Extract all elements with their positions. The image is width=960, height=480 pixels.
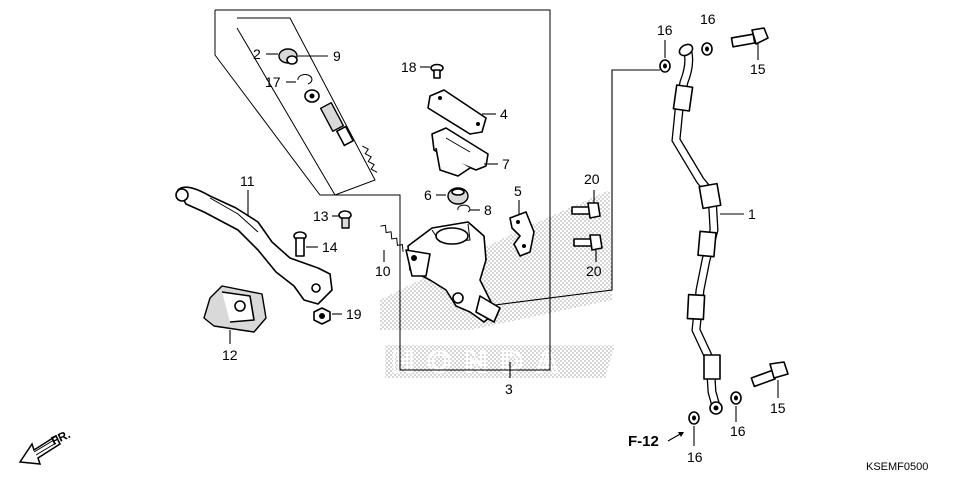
part-number-16-top-right: 16 (700, 11, 716, 27)
screw-18 (430, 63, 444, 79)
circlip-17 (297, 74, 313, 85)
washer-16-top-left (659, 59, 671, 73)
honda-watermark: HONDA (380, 190, 615, 380)
bolt-20-top (571, 202, 601, 219)
screw-13 (338, 210, 352, 229)
reservoir-cap (427, 89, 487, 135)
part-number-2: 2 (253, 46, 261, 62)
forward-label: FR. (49, 427, 72, 448)
cross-reference-label: F-12 (628, 433, 659, 450)
lever-cover-12 (203, 285, 267, 333)
part-number-18: 18 (401, 59, 417, 75)
part-number-16-bottom-right: 16 (730, 423, 746, 439)
boot-6 (447, 187, 469, 205)
part-number-15-bottom: 15 (770, 400, 786, 416)
part-number-20-bottom: 20 (586, 263, 602, 279)
part-number-12: 12 (222, 347, 238, 363)
part-number-15-top: 15 (750, 61, 766, 77)
part-number-20-top: 20 (584, 171, 600, 187)
nut-19 (313, 307, 331, 325)
part-number-11: 11 (240, 173, 255, 189)
part-number-4: 4 (500, 106, 508, 122)
leader-hose-to-cylinder (494, 69, 660, 306)
diaphragm-plate (431, 127, 489, 177)
piston-9 (304, 89, 378, 173)
part-number-14: 14 (322, 239, 338, 255)
part-number-16-top-left: 16 (657, 22, 673, 38)
part-number-8: 8 (484, 202, 492, 218)
part-number-3: 3 (505, 381, 513, 397)
part-number-1: 1 (748, 206, 756, 222)
holder-5 (509, 211, 535, 257)
washer-16-bottom-left (688, 411, 700, 425)
brake-hose (671, 43, 723, 415)
pivot-bolt-14 (293, 231, 307, 257)
washer-16-top-right (701, 42, 713, 56)
cup-2 (278, 48, 298, 65)
watermark-text: HONDA (392, 346, 572, 379)
washer-16-bottom-right (730, 391, 742, 405)
part-number-16-bottom-left: 16 (687, 449, 703, 465)
drawing-code: KSEMF0500 (866, 461, 928, 473)
master-cylinder-body (405, 221, 501, 323)
part-number-10: 10 (375, 263, 391, 279)
forward-arrow-icon (18, 434, 61, 465)
part-number-5: 5 (514, 183, 522, 199)
piston-kit-bracket (236, 17, 376, 196)
spring-10 (380, 224, 404, 252)
circlip-8 (457, 204, 471, 213)
part-number-19: 19 (346, 306, 362, 322)
part-number-13: 13 (313, 208, 329, 224)
bolt-15-bottom (750, 361, 789, 388)
brake-lever (175, 186, 333, 305)
part-number-9: 9 (333, 48, 341, 64)
part-number-6: 6 (424, 187, 432, 203)
part-number-7: 7 (502, 156, 510, 172)
bolt-20-bottom (573, 234, 603, 251)
part-number-17: 17 (265, 74, 281, 90)
bolt-15-top (730, 27, 769, 48)
